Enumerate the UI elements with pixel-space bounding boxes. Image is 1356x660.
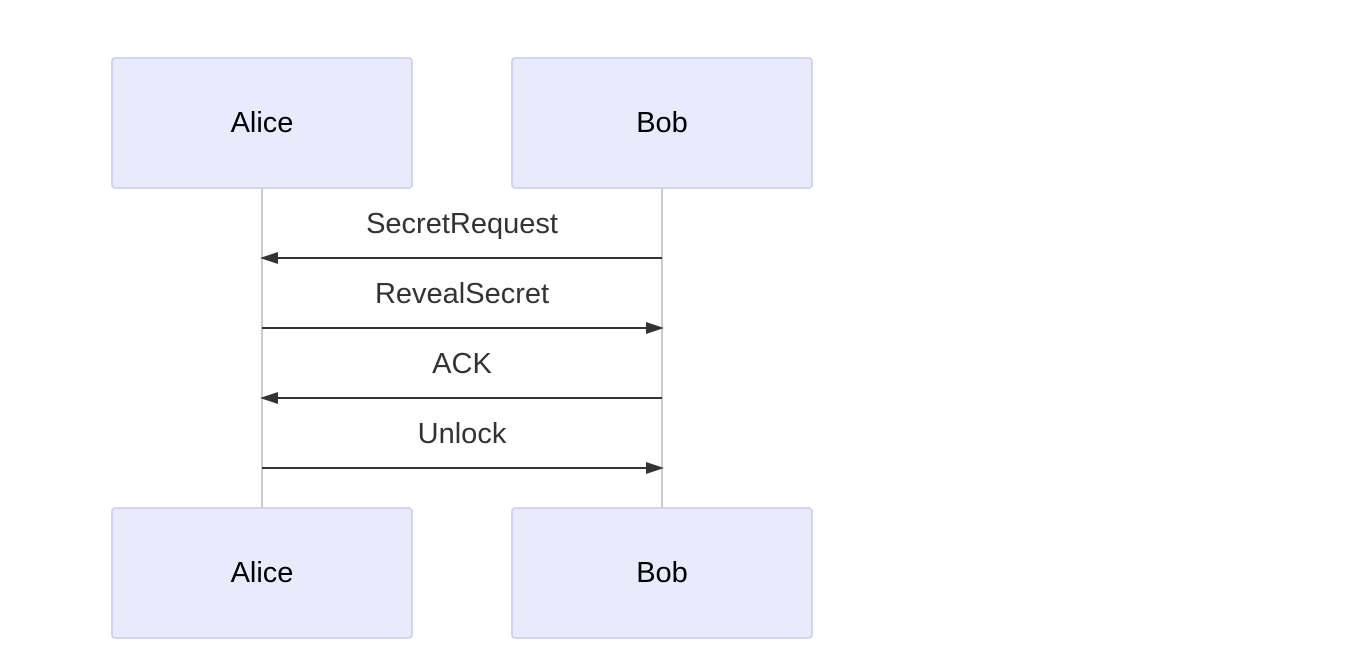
actors-bottom: Alice Bob xyxy=(111,507,813,639)
actor-label-bob-bottom: Bob xyxy=(636,557,688,589)
message-1: SecretRequest xyxy=(260,208,662,264)
actor-bob-bottom: Bob xyxy=(511,507,813,639)
actor-label-alice-bottom: Alice xyxy=(231,557,294,589)
lifelines xyxy=(261,188,663,508)
actor-box-bob-bottom xyxy=(511,507,813,639)
arrowhead-icon xyxy=(646,322,664,334)
actor-label-bob-top: Bob xyxy=(636,107,688,139)
actor-label-alice-top: Alice xyxy=(231,107,294,139)
actor-box-alice-bottom xyxy=(111,507,413,639)
message-4: Unlock xyxy=(262,418,664,474)
actor-box-bob-top xyxy=(511,57,813,189)
message-2: RevealSecret xyxy=(262,278,664,334)
actor-bob-top: Bob xyxy=(511,57,813,189)
actor-alice-bottom: Alice xyxy=(111,507,413,639)
message-label-1: SecretRequest xyxy=(366,208,558,240)
message-label-4: Unlock xyxy=(418,418,507,450)
message-3: ACK xyxy=(260,348,662,404)
actor-box-alice-top xyxy=(111,57,413,189)
arrowhead-icon xyxy=(260,392,278,404)
arrowhead-icon xyxy=(260,252,278,264)
message-label-3: ACK xyxy=(432,348,492,380)
actor-alice-top: Alice xyxy=(111,57,413,189)
actors-top: Alice Bob xyxy=(111,57,813,189)
message-label-2: RevealSecret xyxy=(375,278,549,310)
arrowhead-icon xyxy=(646,462,664,474)
